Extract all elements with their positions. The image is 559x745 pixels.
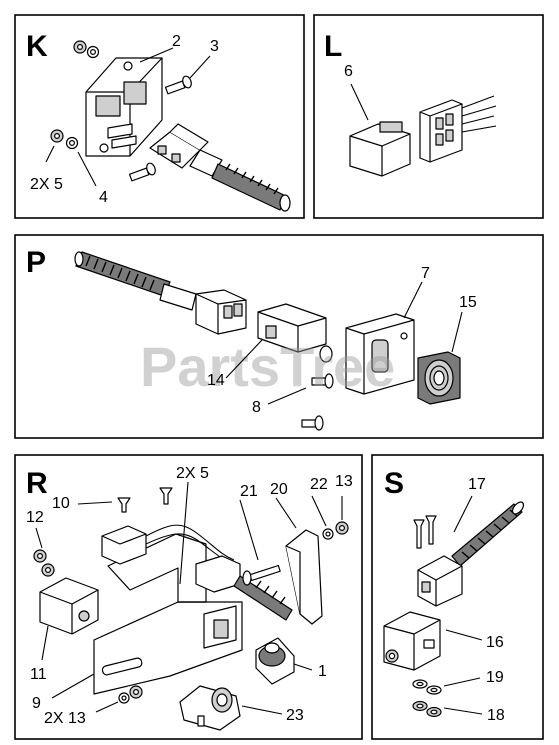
panel-s-letter: S xyxy=(384,467,404,500)
switch-r-11 xyxy=(39,577,99,635)
screw-k-lower xyxy=(128,162,156,182)
panel-l: L 6 xyxy=(313,14,544,219)
callout-20: 20 xyxy=(270,481,288,498)
mounting-bracket-r xyxy=(93,533,243,695)
callout-4: 4 xyxy=(99,189,108,206)
screw-k-upper xyxy=(164,75,192,95)
washers-s-19 xyxy=(412,679,442,695)
panel-k-letter: K xyxy=(26,30,48,63)
panel-k: K xyxy=(14,14,305,219)
nuts-r-2x13 xyxy=(118,685,143,704)
bracket-p xyxy=(345,313,415,395)
screw-r-21 xyxy=(242,564,281,586)
callout-15: 15 xyxy=(459,294,477,311)
nut-washer-set-k-top xyxy=(73,40,100,59)
nuts-r-12 xyxy=(33,549,55,577)
callout-12: 12 xyxy=(26,509,44,526)
callout-1: 1 xyxy=(318,663,327,680)
harness-s xyxy=(417,501,525,607)
clip-r xyxy=(285,529,323,625)
callout-10: 10 xyxy=(52,495,70,512)
callout-16: 16 xyxy=(486,634,504,651)
switch-s-16 xyxy=(383,611,441,671)
callout-2x13: 2X 13 xyxy=(44,710,86,727)
panel-r: R xyxy=(14,454,363,740)
nuts-s-18 xyxy=(412,700,442,718)
callout-11: 11 xyxy=(30,666,47,683)
panel-r-letter: R xyxy=(26,467,48,500)
panel-p: P xyxy=(14,234,544,439)
callout-13: 13 xyxy=(335,473,353,490)
boot-r-1 xyxy=(255,637,295,685)
pin-p-1 xyxy=(311,373,334,389)
callout-9: 9 xyxy=(32,695,41,712)
relay-assembly xyxy=(85,57,163,157)
callout-23: 23 xyxy=(286,707,304,724)
callout-14: 14 xyxy=(207,372,225,389)
bolts-s xyxy=(413,515,437,549)
switch-r-23 xyxy=(179,685,241,731)
callout-7: 7 xyxy=(421,265,430,282)
panel-l-letter: L xyxy=(324,30,342,63)
panel-s: S xyxy=(371,454,544,740)
callout-19: 19 xyxy=(486,669,504,686)
callout-17: 17 xyxy=(468,476,486,493)
connector-harness-k xyxy=(149,123,291,212)
harness-r xyxy=(101,524,293,621)
panel-p-letter: P xyxy=(26,246,46,279)
connector-plug-l xyxy=(349,121,411,177)
callout-18: 18 xyxy=(487,707,505,724)
connector-socket-l xyxy=(419,95,497,163)
watermark: PartsTree xyxy=(140,335,395,398)
nut-washer-set-k-left xyxy=(50,129,79,150)
nuts-r-13-22 xyxy=(322,521,349,540)
callout-21: 21 xyxy=(240,483,258,500)
wire-harness-p xyxy=(74,251,197,311)
callout-3: 3 xyxy=(210,38,219,55)
callout-r-2x5: 2X 5 xyxy=(176,465,209,482)
boot-p xyxy=(417,351,461,405)
switch-p xyxy=(257,303,333,363)
pin-p-2 xyxy=(301,415,324,431)
callout-6: 6 xyxy=(344,63,353,80)
bolts-r-10 xyxy=(117,487,173,513)
callout-22: 22 xyxy=(310,476,328,493)
callout-2x5: 2X 5 xyxy=(30,176,63,193)
callout-8: 8 xyxy=(252,399,261,416)
callout-2: 2 xyxy=(172,33,181,50)
connector-p xyxy=(195,289,247,335)
